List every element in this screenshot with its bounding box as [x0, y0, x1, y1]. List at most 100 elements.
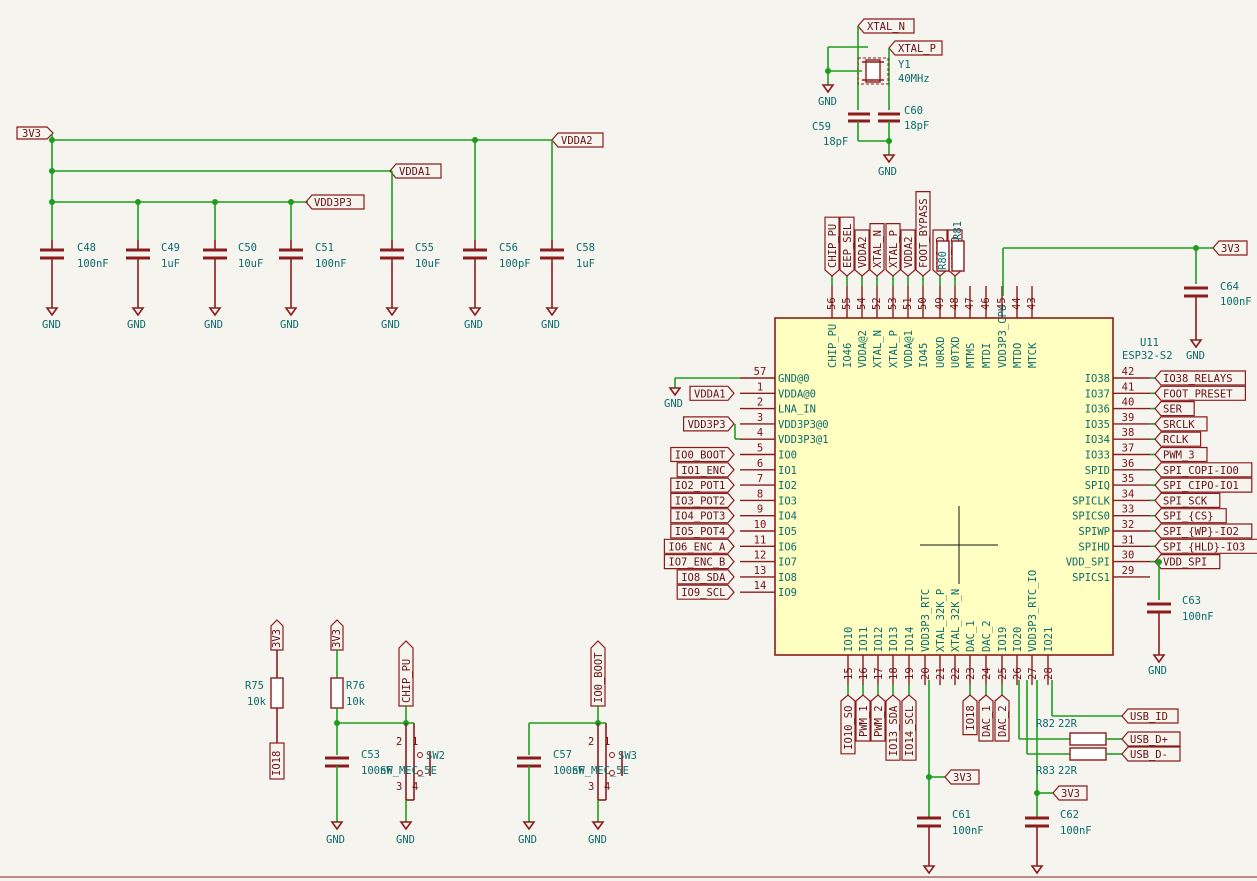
- svg-text:CHIP_PU: CHIP_PU: [827, 224, 839, 268]
- svg-text:IO10_SO: IO10_SO: [843, 706, 855, 750]
- svg-text:USB_ID: USB_ID: [1130, 711, 1168, 723]
- svg-text:GND: GND: [878, 166, 897, 178]
- power-label-vdda2: VDDA2: [561, 135, 593, 147]
- svg-text:C55: C55: [415, 242, 434, 254]
- svg-text:SPIHD: SPIHD: [1078, 541, 1110, 553]
- svg-text:42: 42: [1122, 366, 1135, 378]
- svg-text:MTDI: MTDI: [981, 343, 993, 368]
- svg-text:9: 9: [757, 504, 763, 516]
- svg-text:55: 55: [841, 297, 853, 310]
- svg-text:7: 7: [757, 473, 763, 485]
- svg-text:22R: 22R: [1058, 765, 1078, 777]
- svg-text:IO14: IO14: [904, 627, 916, 652]
- svg-text:RCLK: RCLK: [1163, 434, 1189, 446]
- svg-text:13: 13: [754, 565, 767, 577]
- svg-text:VDD3P3: VDD3P3: [688, 419, 726, 431]
- svg-text:IO0_BOOT: IO0_BOOT: [593, 652, 605, 703]
- bottom-pin-21: 21 XTAL_32K_P: [935, 589, 947, 685]
- svg-text:SW3: SW3: [618, 750, 637, 762]
- svg-text:36: 36: [1122, 458, 1135, 470]
- svg-text:C56: C56: [499, 242, 518, 254]
- svg-text:46: 46: [980, 297, 992, 310]
- svg-text:12: 12: [754, 550, 767, 562]
- sw2-pin3: 3: [396, 781, 402, 793]
- crystal-ref: Y1: [898, 59, 911, 71]
- svg-text:IO38_RELAYS: IO38_RELAYS: [1163, 373, 1233, 385]
- svg-text:SPIWP: SPIWP: [1078, 526, 1110, 538]
- svg-text:IO12: IO12: [873, 627, 885, 652]
- svg-text:IO37: IO37: [1085, 388, 1110, 400]
- svg-text:3V3: 3V3: [953, 772, 972, 784]
- svg-text:SPI_COPI-IO0: SPI_COPI-IO0: [1163, 465, 1239, 477]
- svg-text:45: 45: [996, 297, 1008, 310]
- svg-text:100nF: 100nF: [77, 258, 109, 270]
- svg-text:IO0_BOOT: IO0_BOOT: [675, 450, 726, 462]
- svg-text:100nF: 100nF: [361, 765, 393, 777]
- svg-text:PWM_3: PWM_3: [1163, 450, 1195, 462]
- svg-text:54: 54: [856, 297, 868, 310]
- svg-text:3V3: 3V3: [1061, 788, 1080, 800]
- svg-text:R82: R82: [1036, 718, 1055, 730]
- svg-text:IO36: IO36: [1085, 404, 1110, 416]
- sw3-pin2: 2: [588, 736, 594, 748]
- svg-text:21: 21: [935, 667, 947, 680]
- svg-text:SPI_{CS}: SPI_{CS}: [1163, 511, 1214, 523]
- svg-text:1uF: 1uF: [576, 258, 595, 270]
- svg-text:VDDA@2: VDDA@2: [857, 330, 869, 368]
- svg-text:33: 33: [1122, 504, 1135, 516]
- svg-text:20: 20: [920, 667, 932, 680]
- svg-text:GND: GND: [541, 319, 560, 331]
- svg-text:XTAL_32K_P: XTAL_32K_P: [935, 589, 947, 652]
- svg-text:XTAL_N: XTAL_N: [872, 330, 884, 368]
- svg-text:IO10: IO10: [843, 627, 855, 652]
- svg-text:U0TXD: U0TXD: [950, 336, 962, 368]
- svg-text:51: 51: [902, 297, 914, 310]
- svg-text:IO6: IO6: [778, 541, 797, 553]
- svg-text:100nF: 100nF: [553, 765, 585, 777]
- net-label-xtal-p: XTAL_P: [898, 43, 936, 55]
- svg-text:IO3: IO3: [778, 495, 797, 507]
- svg-text:IO35: IO35: [1085, 419, 1110, 431]
- svg-text:GND: GND: [204, 319, 223, 331]
- svg-text:IO18: IO18: [965, 705, 977, 730]
- gnd-symbols-decoupling: GND GND GND GND GND GND GND: [42, 307, 560, 331]
- net-label-xtal-n: XTAL_N: [867, 21, 905, 33]
- svg-text:SPIQ: SPIQ: [1085, 480, 1110, 492]
- svg-text:5: 5: [757, 443, 763, 455]
- svg-text:56: 56: [826, 297, 838, 310]
- svg-text:USB_D-: USB_D-: [1130, 749, 1168, 761]
- svg-text:C63: C63: [1182, 595, 1201, 607]
- svg-text:C51: C51: [315, 242, 334, 254]
- svg-text:57: 57: [754, 366, 767, 378]
- svg-text:SW2: SW2: [426, 750, 445, 762]
- sw3-pin4: 4: [604, 781, 610, 793]
- svg-text:10: 10: [754, 519, 767, 531]
- svg-text:IO33: IO33: [1085, 450, 1110, 462]
- svg-text:PWM_2: PWM_2: [873, 705, 885, 737]
- svg-text:GND: GND: [518, 834, 537, 846]
- svg-text:IO19: IO19: [997, 627, 1009, 652]
